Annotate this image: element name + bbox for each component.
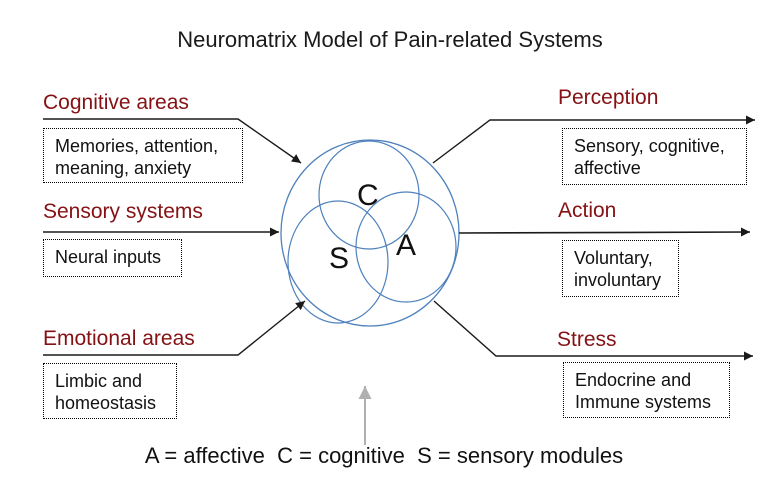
neuromatrix-outer-circle <box>280 139 460 327</box>
heading-stress: Stress <box>557 328 617 351</box>
action-box: Voluntary, involuntary <box>562 240 679 297</box>
module-letter-sensory: S <box>329 242 350 275</box>
stress-output-arrow <box>433 300 753 361</box>
affective-module-circle <box>355 191 457 303</box>
sensory-systems-box: Neural inputs <box>43 239 182 277</box>
cognitive-input-arrow <box>43 118 302 164</box>
perception-box: Sensory, cognitive, affective <box>562 128 747 185</box>
heading-action: Action <box>558 199 617 222</box>
cognitive-areas-box: Memories, attention, meaning, anxiety <box>43 128 243 183</box>
heading-perception: Perception <box>558 86 659 109</box>
perception-output-arrow <box>432 115 755 164</box>
heading-emotional-areas: Emotional areas <box>43 327 195 350</box>
cognitive-module-circle <box>318 140 420 250</box>
heading-cognitive-areas: Cognitive areas <box>43 91 189 114</box>
emotional-areas-box: Limbic and homeostasis <box>43 363 177 419</box>
module-legend: A = affective C = cognitive S = sensory … <box>144 443 624 468</box>
sensory-module-circle <box>287 200 389 324</box>
diagram-title: Neuromatrix Model of Pain-related System… <box>177 27 603 52</box>
module-letter-cognitive: C <box>357 179 379 212</box>
emotional-input-arrow <box>43 300 306 356</box>
action-output-arrow <box>458 227 751 237</box>
module-letter-affective: A <box>396 229 417 262</box>
heading-sensory-systems: Sensory systems <box>43 200 203 223</box>
stress-box: Endocrine and Immune systems <box>563 362 730 418</box>
